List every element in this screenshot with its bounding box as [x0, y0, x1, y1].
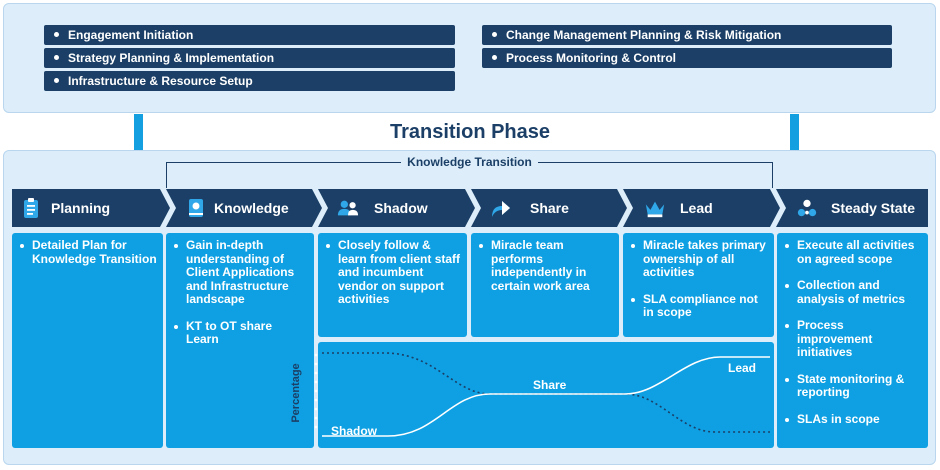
list-item: State monitoring & reporting — [785, 372, 922, 400]
share-arrow-icon — [492, 201, 510, 217]
stage-label-knowledge: Knowledge — [214, 200, 289, 216]
list-item: Detailed Plan for Knowledge Transition — [20, 238, 157, 266]
phase-title: Transition Phase — [389, 121, 551, 143]
list-item: Collection and analysis of metrics — [785, 278, 922, 306]
list-item: SLA compliance not in scope — [631, 292, 768, 320]
miracle-share-solid-line — [322, 356, 770, 437]
list-item: Gain in-depth understanding of Client Ap… — [174, 238, 308, 307]
people-icon — [337, 200, 359, 216]
list-item: SLAs in scope — [785, 412, 922, 427]
activity-item: Strategy Planning & Implementation — [44, 48, 455, 68]
crown-icon — [645, 201, 665, 218]
stage-label-planning: Planning — [51, 200, 111, 216]
chevron-steady-state — [776, 189, 928, 227]
card-share: Miracle team performs independently in c… — [471, 233, 619, 337]
transition-curves — [314, 352, 770, 437]
network-icon — [797, 199, 817, 217]
stage-label-shadow: Shadow — [374, 200, 428, 216]
activity-item: Engagement Initiation — [44, 25, 455, 45]
stage-label-share: Share — [530, 200, 569, 216]
list-item: Process improvement initiatives — [785, 318, 922, 360]
y-axis-label: Percentage — [290, 363, 302, 423]
chevron-lead — [623, 189, 780, 227]
list-item: Closely follow & learn from client staff… — [326, 238, 461, 307]
stage-label-steady-state: Steady State — [831, 200, 916, 216]
list-item: Execute all activities on agreed scope — [785, 238, 922, 266]
incumbent-share-dotted-line — [322, 352, 770, 433]
activity-item: Infrastructure & Resource Setup — [44, 71, 455, 91]
clipboard-icon — [24, 198, 38, 218]
chevron-knowledge — [166, 189, 322, 227]
chevron-share — [471, 189, 627, 227]
card-shadow: Closely follow & learn from client staff… — [318, 233, 467, 337]
curve-label-share: Share — [533, 378, 567, 392]
curve-label-lead: Lead — [728, 361, 757, 375]
knowledge-transition-label: Knowledge Transition — [166, 155, 773, 169]
chevron-planning — [12, 189, 170, 227]
transition-curve-chart — [318, 342, 774, 448]
card-planning: Detailed Plan for Knowledge Transition — [12, 233, 163, 448]
connector-right — [790, 114, 799, 152]
list-item: KT to OT share Learn — [174, 319, 308, 347]
card-steady-state: Execute all activities on agreed scope C… — [777, 233, 928, 448]
list-item: Miracle takes primary ownership of all a… — [631, 238, 768, 280]
activity-item: Process Monitoring & Control — [482, 48, 892, 68]
curve-label-shadow: Shadow — [331, 424, 378, 438]
chevron-shadow — [318, 189, 475, 227]
card-lead: Miracle takes primary ownership of all a… — [623, 233, 774, 337]
connector-left — [134, 114, 143, 152]
activity-item: Change Management Planning & Risk Mitiga… — [482, 25, 892, 45]
card-knowledge: Gain in-depth understanding of Client Ap… — [166, 233, 314, 448]
book-icon — [189, 199, 203, 217]
list-item: Miracle team performs independently in c… — [479, 238, 613, 293]
stage-label-lead: Lead — [680, 200, 713, 216]
